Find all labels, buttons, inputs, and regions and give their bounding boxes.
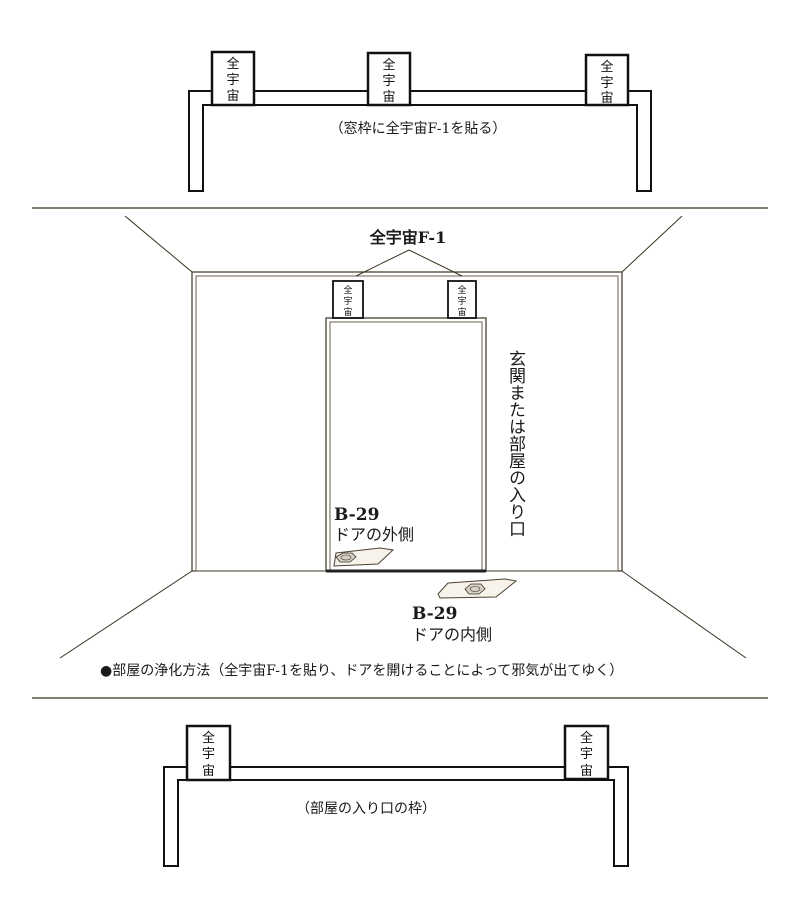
- mat-inside-label: ドアの内側: [412, 625, 492, 644]
- svg-text:宇: 宇: [343, 295, 352, 307]
- svg-text:宙: 宙: [202, 764, 215, 779]
- svg-text:宇: 宇: [202, 747, 215, 762]
- mat-outside-code: B-29: [334, 505, 379, 525]
- room-illustration: 全宇宙F-1 全 宇 宙 全 宇 宙 玄関または部屋の入り口 B-29 ドアの外…: [59, 215, 747, 679]
- floor-edge-left: [59, 570, 193, 659]
- mat-inside-code: B-29: [412, 604, 457, 624]
- ceiling-edge-left: [124, 215, 193, 273]
- tag-window-right: 全 宇 宙: [584, 53, 630, 107]
- svg-text:宙: 宙: [382, 90, 395, 105]
- svg-text:宇: 宇: [457, 295, 466, 307]
- svg-text:宙: 宙: [600, 91, 613, 106]
- pointer-line-left: [355, 249, 410, 277]
- svg-text:全: 全: [226, 56, 239, 72]
- f1-label: 全宇宙F-1: [369, 228, 446, 247]
- tag-doorframe-left: 全 宇 宙: [185, 724, 232, 782]
- pointer-line-right: [408, 249, 463, 277]
- svg-text:宇: 宇: [600, 76, 613, 91]
- svg-text:宇: 宇: [226, 73, 239, 88]
- svg-text:宇: 宇: [580, 747, 593, 762]
- mat-emblem-icon: [335, 552, 357, 563]
- entrance-vertical-label: 玄関または部屋の入り口: [505, 350, 526, 537]
- window-frame-illustration: 全 宇 宙 全 宇 宙 全 宇 宙 （窓枠に全宇宙F-1を貼る）: [188, 50, 652, 192]
- svg-text:宙: 宙: [343, 306, 352, 318]
- tag-doorframe-right: 全 宇 宙: [563, 724, 610, 781]
- mat-outside-door: [333, 547, 395, 567]
- room-caption: ●部屋の浄化方法（全宇宙F-1を貼り、ドアを開けることによって邪気が出てゆく）: [100, 662, 623, 679]
- mat-outside-label: ドアの外側: [334, 525, 414, 544]
- svg-text:全: 全: [600, 59, 613, 75]
- window-frame: [188, 90, 652, 192]
- floor-edge-right: [621, 570, 747, 659]
- svg-text:全: 全: [580, 730, 593, 746]
- tag-window-center: 全 宇 宙: [366, 51, 412, 107]
- tag-window-left: 全 宇 宙: [210, 50, 256, 107]
- svg-text:宙: 宙: [226, 89, 239, 104]
- ceiling-edge-right: [621, 215, 683, 273]
- mat-inside-door: [437, 578, 518, 599]
- svg-text:全: 全: [457, 284, 466, 296]
- svg-text:全: 全: [202, 730, 215, 746]
- svg-text:宇: 宇: [382, 74, 395, 89]
- svg-text:宙: 宙: [457, 306, 466, 318]
- doorframe-illustration: 全 宇 宙 全 宇 宙 （部屋の入り口の枠）: [163, 724, 629, 867]
- tag-door-right: 全 宇 宙: [447, 280, 477, 319]
- doorframe-caption: （部屋の入り口の枠）: [296, 801, 436, 817]
- svg-text:全: 全: [343, 284, 352, 296]
- tag-door-left: 全 宇 宙: [332, 280, 364, 319]
- mat-emblem-icon: [464, 583, 486, 595]
- svg-text:宙: 宙: [580, 764, 593, 779]
- window-caption: （窓枠に全宇宙F-1を貼る）: [330, 120, 507, 137]
- svg-text:全: 全: [382, 57, 395, 73]
- door: [325, 317, 487, 573]
